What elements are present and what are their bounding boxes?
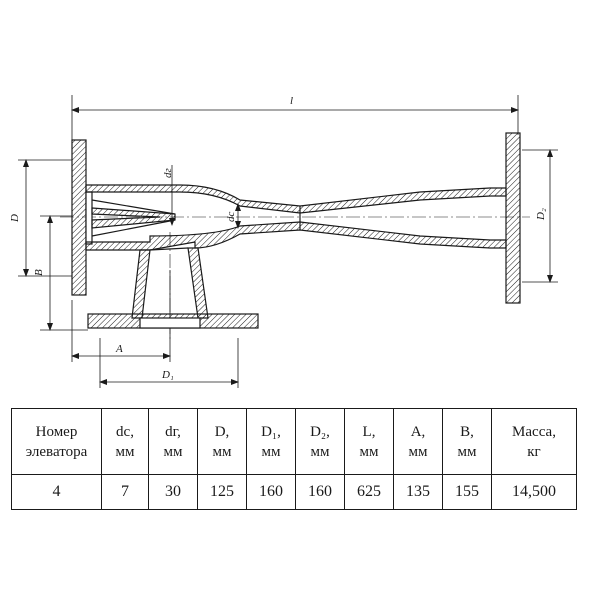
header-line2: элеватора [25, 443, 88, 460]
header-cell: dг, мм [148, 408, 198, 475]
value-cell: 125 [197, 474, 247, 510]
value-cell: 14,500 [491, 474, 577, 510]
table-header-row: Номер элеватора dc, мм dг, мм D, мм D₁, мм D₂… [11, 408, 577, 475]
header-line1: Масса, [512, 423, 556, 440]
value-cell: 4 [11, 474, 102, 510]
header-line2: мм [359, 443, 379, 460]
header-cell: A, мм [393, 408, 443, 475]
header-line1: D₂, [310, 423, 330, 440]
header-cell: Масса, кг [491, 408, 577, 475]
value-cell: 30 [148, 474, 198, 510]
label-A: A [115, 343, 123, 355]
table-row: 4 7 30 125 160 160 625 135 155 14,500 [11, 474, 577, 510]
header-cell: D₁, мм [246, 408, 296, 475]
header-line2: мм [408, 443, 428, 460]
label-dc: dc [225, 212, 237, 223]
value-cell: 160 [246, 474, 296, 510]
elevator-body [71, 132, 521, 329]
header-line2: мм [163, 443, 183, 460]
elevator-spec-table: Номер элеватора dc, мм dг, мм D, мм D₁, мм D₂… [11, 408, 577, 510]
header-cell: D₂, мм [295, 408, 345, 475]
label-D: D [9, 214, 21, 223]
header-line2: кг [527, 443, 541, 460]
label-L: l [290, 95, 293, 107]
header-line1: B, [460, 423, 474, 440]
header-line1: D₁, [261, 423, 281, 440]
header-line2: мм [261, 443, 281, 460]
elevator-technical-drawing: l D B A D₁ D₂ dг dc [9, 95, 558, 388]
header-cell: B, мм [442, 408, 492, 475]
value-cell: 155 [442, 474, 492, 510]
header-cell: L, мм [344, 408, 394, 475]
value-cell: 625 [344, 474, 394, 510]
header-line1: A, [410, 423, 426, 440]
header-line2: мм [212, 443, 232, 460]
header-line1: D, [214, 423, 230, 440]
value-cell: 160 [295, 474, 345, 510]
header-line2: мм [310, 443, 330, 460]
value-cell: 135 [393, 474, 443, 510]
value-cell: 7 [101, 474, 149, 510]
header-line1: dc, [116, 423, 134, 440]
label-B: B [33, 269, 45, 276]
header-cell: Номер элеватора [11, 408, 102, 475]
dimension-labels: l D B A D₁ D₂ dг dc [9, 95, 547, 381]
header-cell: dc, мм [101, 408, 149, 475]
header-line2: мм [115, 443, 135, 460]
header-cell: D, мм [197, 408, 247, 475]
header-line2: мм [457, 443, 477, 460]
header-line1: Номер [35, 423, 78, 440]
label-dr: dг [162, 168, 174, 179]
label-D1: D₁ [161, 369, 174, 381]
header-line1: L, [362, 423, 376, 440]
label-D2: D₂ [535, 208, 547, 221]
header-line1: dг, [165, 423, 181, 440]
